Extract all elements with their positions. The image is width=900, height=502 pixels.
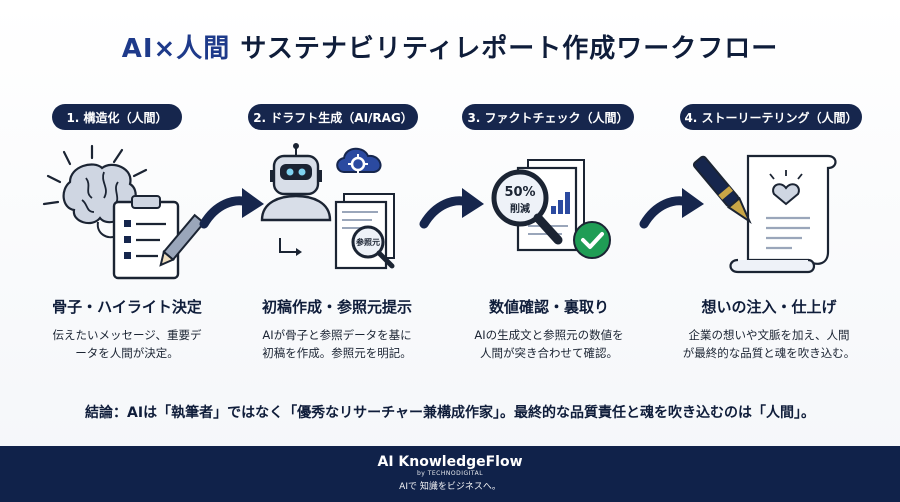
title-main: サステナビリティレポート作成ワークフロー (230, 34, 779, 64)
step-4-heading: 想いの注入・仕上げ (701, 298, 837, 316)
conclusion-text: 結論：AIは「執筆者」ではなく「優秀なリサーチャー兼構成作家」。最終的な品質責任… (85, 405, 815, 421)
doc-label: 参照元 (355, 237, 380, 247)
footer-brand: AI KnowledgeFlow (377, 454, 523, 470)
footer-brand-sub: by TECHNODIGITAL (416, 470, 484, 477)
page-title: AI×人間 サステナビリティレポート作成ワークフロー (0, 28, 900, 65)
brain-clipboard-icon (42, 144, 206, 280)
footer-bar: AI KnowledgeFlow by TECHNODIGITAL AIで 知識… (0, 446, 900, 502)
step-1-description: 伝えたいメッセージ、重要データを人間が決定。 (52, 328, 202, 360)
magnifier-check-icon: 50% 削減 (491, 159, 611, 259)
step-1-heading: 骨子・ハイライト決定 (52, 298, 202, 316)
pen-scroll-heart-icon (692, 154, 837, 274)
step-4-label: 4. ストーリーテリング（人間） (680, 104, 862, 130)
step-1-label: 1. 構造化（人間） (52, 104, 182, 130)
step-3-description: AIの生成文と参照元の数値を人間が突き合わせて確認。 (474, 328, 624, 360)
step-2-description: AIが骨子と参照データを基に初稿を作成。参照元を明記。 (262, 328, 412, 360)
step-4-description: 企業の想いや文脈を加え、人間が最終的な品質と魂を吹き込む。 (682, 328, 856, 360)
step-3-heading: 数値確認・裏取り (488, 298, 609, 316)
step-3-label: 3. ファクトチェック（人間） (462, 104, 634, 130)
step-2-label: 2. ドラフト生成（AI/RAG） (248, 104, 418, 130)
magnifier-value: 50% (504, 185, 535, 200)
step-2-heading: 初稿作成・参照元提示 (261, 298, 412, 316)
arrow-right-icon (199, 188, 264, 229)
magnifier-text: 削減 (510, 202, 530, 215)
title-prefix: AI×人間 (121, 34, 231, 64)
robot-document-icon: 参照元 (260, 143, 395, 270)
arrow-right-icon (639, 188, 704, 229)
arrow-right-icon (419, 188, 484, 229)
footer-tagline: AIで 知識をビジネスへ。 (399, 482, 501, 492)
